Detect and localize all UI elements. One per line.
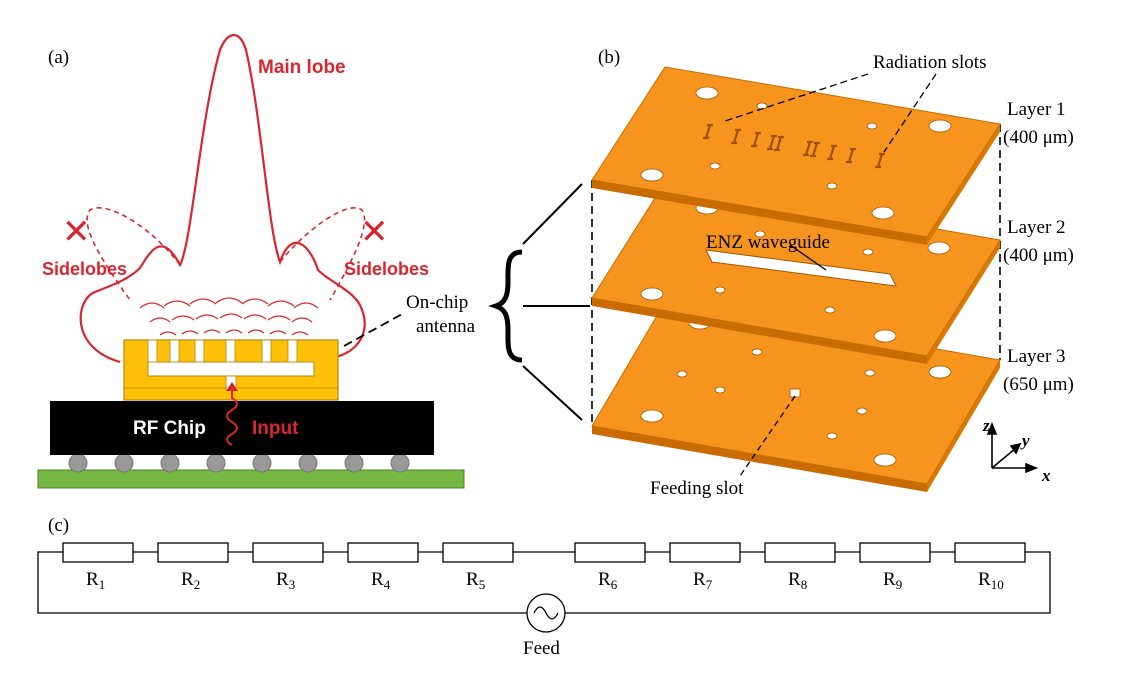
- resistor-label-7: R7: [693, 569, 713, 592]
- sidelobe-left-dashed: [86, 207, 181, 301]
- radiation-slots-label: Radiation slots: [873, 52, 986, 73]
- curly-brace: [488, 249, 523, 363]
- pcb-board: [37, 469, 465, 489]
- rf-chip-label: RF Chip: [133, 418, 206, 439]
- resistor-10: [954, 542, 1026, 563]
- axis-y-label: y: [1020, 431, 1030, 450]
- brace-line-top: [522, 183, 583, 245]
- input-label: Input: [252, 418, 299, 439]
- cross-icon-right: ✕: [360, 213, 389, 251]
- layer-1: [591, 66, 1001, 245]
- feeding-slot-shape: [789, 388, 801, 398]
- sidelobes-right-label: Sidelobes: [344, 259, 429, 279]
- panel-a: (a) ✕ ✕ Main lobe Sidelobes Sidelobes: [37, 33, 476, 489]
- on-chip-antenna: [123, 339, 339, 401]
- feed-label: Feed: [523, 638, 560, 659]
- enz-waveguide-label: ENZ waveguide: [706, 232, 830, 253]
- resistor-row: R1 R2 R3 R4 R5 R6 R7 R8 R9 R10: [62, 542, 1026, 592]
- resistor-label-3: R3: [276, 569, 295, 592]
- cross-icon-left: ✕: [62, 213, 91, 251]
- radiation-slots-pointer-2: [883, 73, 937, 153]
- resistor-9: [859, 542, 931, 563]
- sidelobes-left-label: Sidelobes: [42, 259, 127, 279]
- resistor-label-5: R5: [466, 569, 485, 592]
- input-feed-squiggle: [226, 390, 238, 446]
- axis-z-label: z: [982, 416, 990, 435]
- radiation-slots-pointer-1: [721, 73, 869, 123]
- panel-b: (b): [591, 47, 1074, 499]
- resistor-6: [574, 542, 646, 563]
- solder-balls: [68, 453, 410, 473]
- resistor-label-6: R6: [598, 569, 618, 592]
- panel-c: (c) R1 R2 R3 R4 R5 R6 R7 R8 R9 R10 Feed: [37, 515, 1051, 659]
- feeding-slot-label: Feeding slot: [650, 478, 744, 499]
- circuit-wire: [37, 551, 1051, 614]
- main-lobe-label: Main lobe: [258, 57, 346, 78]
- wavefront-arcs: [139, 297, 319, 336]
- layer-1-thickness: (400 μm): [1003, 127, 1074, 148]
- resistor-7: [669, 542, 741, 563]
- resistor-1: [62, 542, 134, 563]
- on-chip-label-2: antenna: [416, 316, 476, 337]
- layer-3-name: Layer 3: [1007, 346, 1066, 367]
- brace-line-bottom: [522, 365, 583, 421]
- layer-2-name: Layer 2: [1007, 217, 1066, 238]
- resistor-label-2: R2: [181, 569, 200, 592]
- enz-waveguide-slot: [705, 249, 897, 287]
- on-chip-label-1: On-chip: [406, 292, 468, 313]
- resistor-label-10: R10: [978, 569, 1004, 592]
- input-arrow-icon: [226, 382, 238, 391]
- resistor-label-4: R4: [371, 569, 391, 592]
- enz-pointer: [789, 244, 827, 271]
- resistor-8: [764, 542, 836, 563]
- resistor-3: [252, 542, 324, 563]
- sidelobe-right-dashed: [279, 207, 366, 301]
- panel-a-label: (a): [48, 47, 69, 68]
- layer-3-thickness: (650 μm): [1003, 374, 1074, 395]
- panel-b-label: (b): [598, 47, 620, 68]
- resistor-5: [442, 542, 514, 563]
- sine-wave-icon: [533, 606, 559, 620]
- radiation-slot-marks: [703, 123, 885, 169]
- resistor-label-9: R9: [883, 569, 902, 592]
- radiation-pattern: [79, 33, 366, 364]
- antenna-pointer: [343, 312, 405, 347]
- layer-1-name: Layer 1: [1007, 99, 1066, 120]
- feeding-slot-pointer: [739, 395, 796, 477]
- layer-2-thickness: (400 μm): [1003, 245, 1074, 266]
- resistor-label-1: R1: [86, 569, 105, 592]
- rf-chip: [50, 401, 434, 455]
- axis-triad: [986, 421, 1039, 474]
- resistor-2: [157, 542, 229, 563]
- axis-x-label: x: [1041, 466, 1051, 485]
- panel-c-label: (c): [48, 515, 69, 536]
- resistor-label-8: R8: [788, 569, 807, 592]
- resistor-4: [347, 542, 419, 563]
